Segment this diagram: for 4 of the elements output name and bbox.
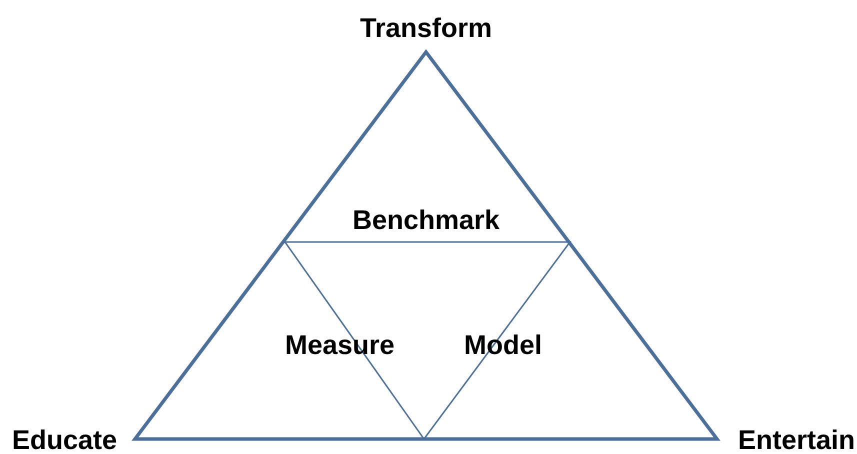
vertex-label: Transform	[360, 13, 492, 43]
vertex-label: Educate	[12, 425, 118, 454]
region-label: Benchmark	[352, 205, 500, 235]
vertex-label: Entertain	[738, 425, 856, 454]
